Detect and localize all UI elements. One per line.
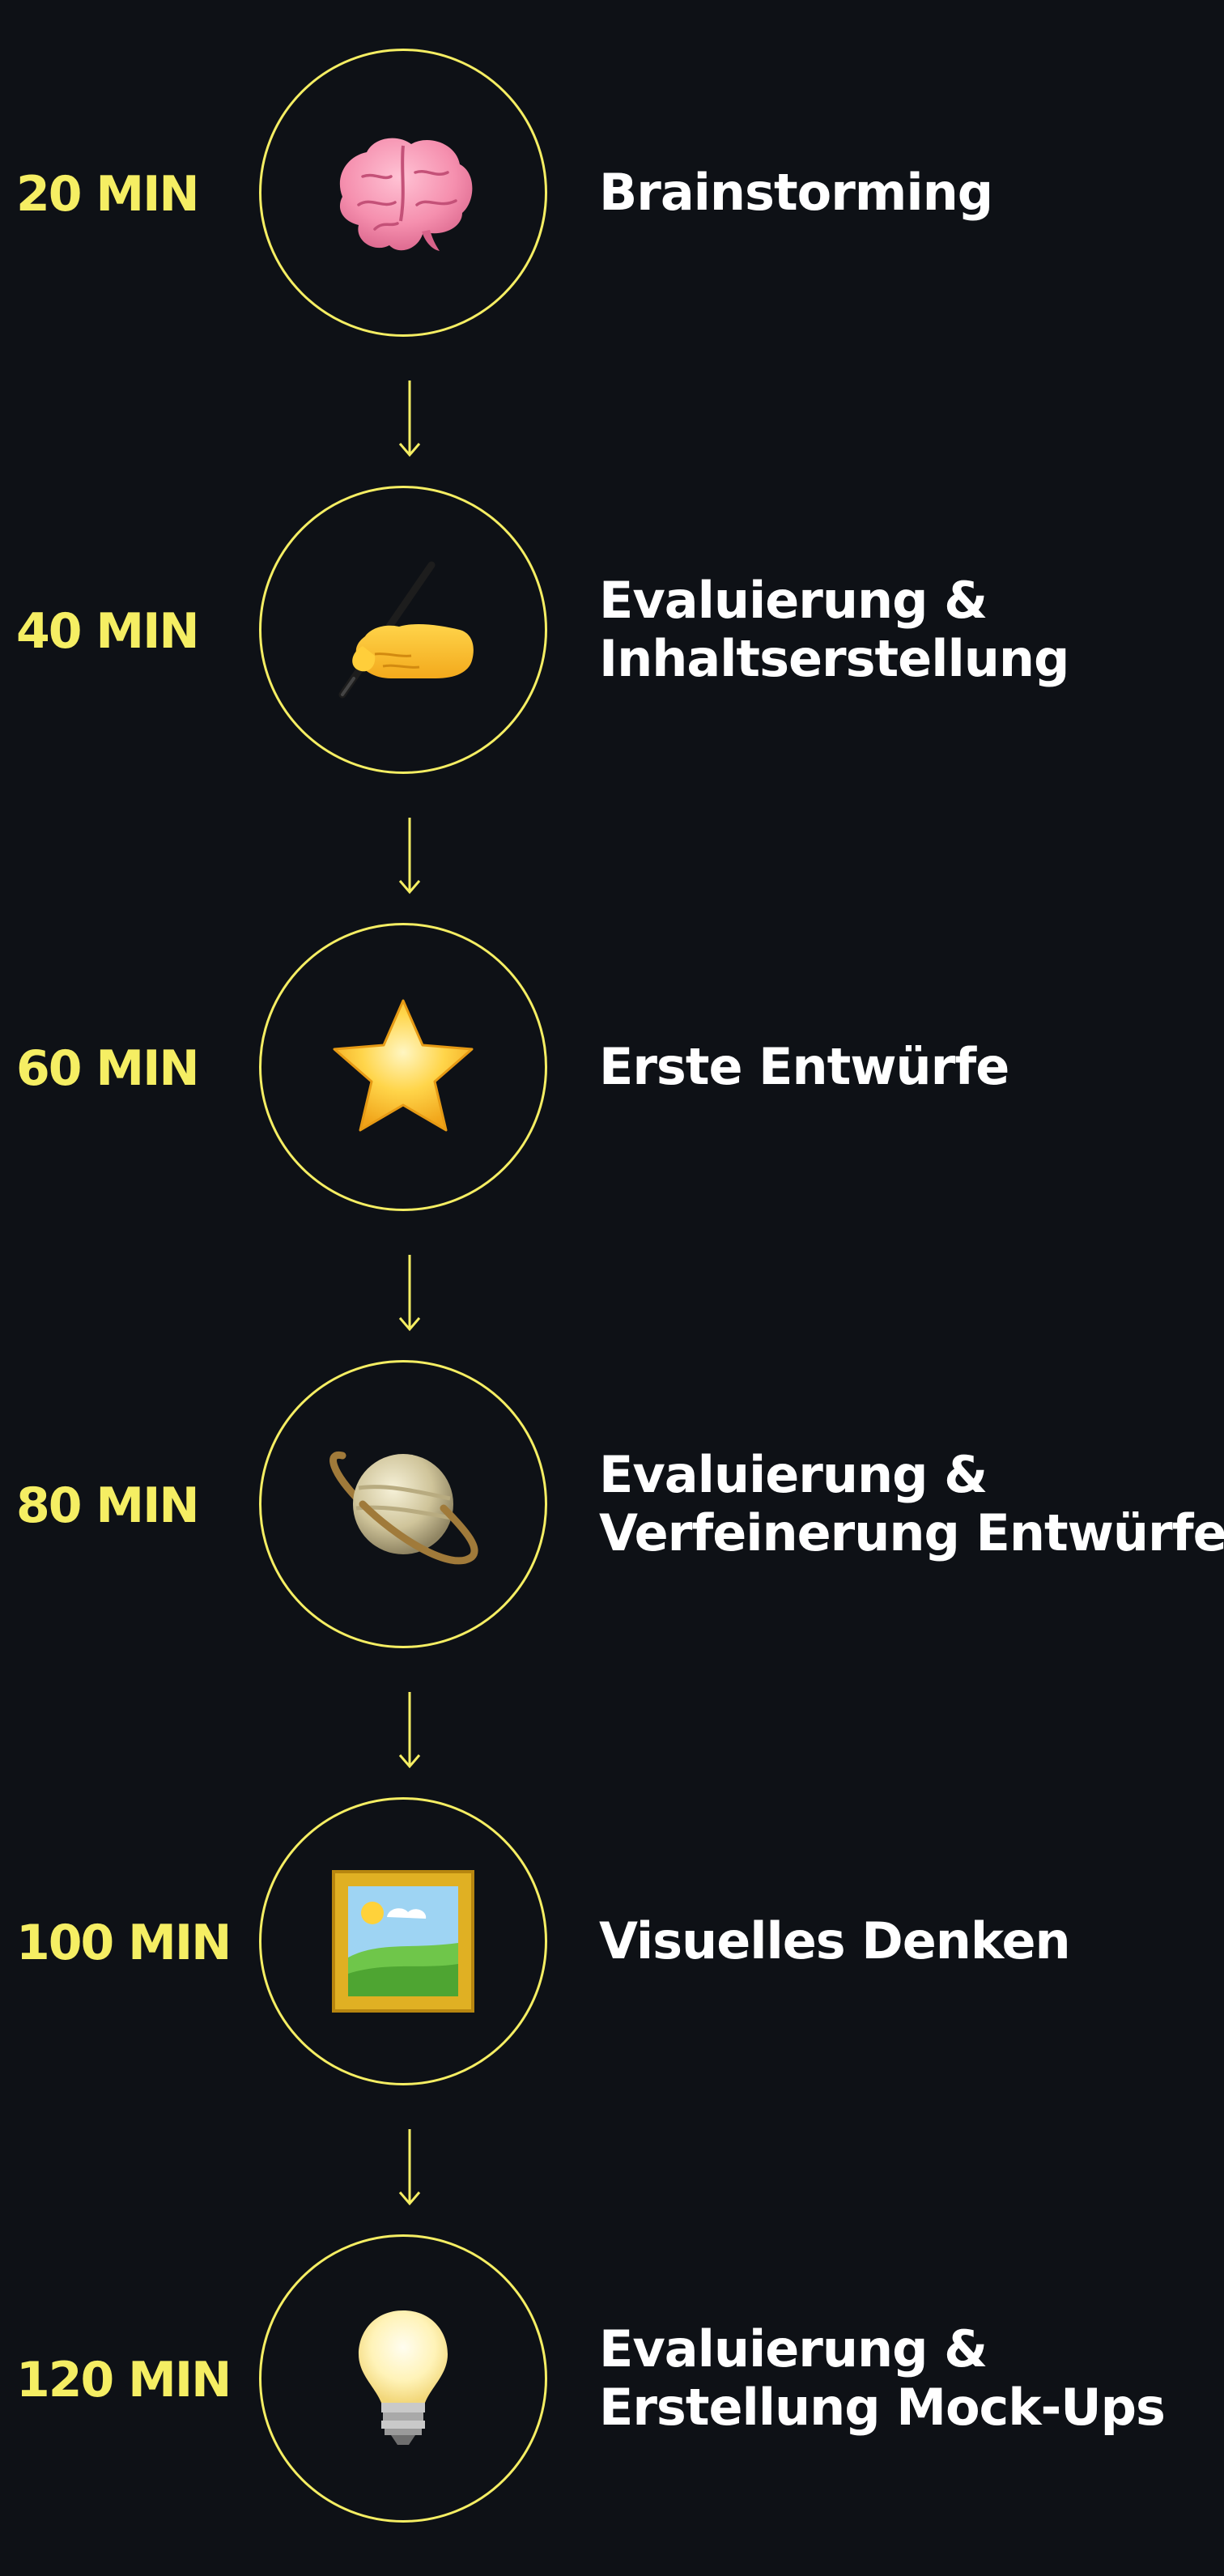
step-circle	[259, 2234, 547, 2523]
step-label: Evaluierung & Verfeinerung Entwürfe	[599, 1446, 1224, 1562]
step-circle	[259, 923, 547, 1211]
brain-icon	[339, 138, 473, 251]
step-time: 60 MIN	[16, 1040, 200, 1097]
step-label: Evaluierung & Erstellung Mock-Ups	[599, 2319, 1166, 2437]
step-visual-thinking: 100 MIN Visuelles Denken	[0, 1797, 1224, 2089]
arrow-down-icon	[398, 380, 421, 457]
step-label-line: Erste Entwürfe	[599, 1037, 1009, 1096]
step-label-line: Inhaltserstellung	[599, 629, 1069, 688]
step-label-line: Evaluierung &	[599, 2319, 988, 2378]
step-content-creation: 40 MIN Evaluierung & Inhaltserstellung	[0, 486, 1224, 777]
ringed-planet-icon	[329, 1451, 478, 1565]
step-label-line: Brainstorming	[599, 163, 993, 222]
step-first-drafts: 60 MIN Erste Entwürfe	[0, 923, 1224, 1214]
step-refinement: 80 MIN Evaluierung & Verfeinerung Entwür…	[0, 1360, 1224, 1651]
step-label: Evaluierung & Inhaltserstellung	[599, 572, 1069, 688]
step-circle	[259, 49, 547, 337]
step-brainstorming: 20 MIN Brainstorming	[0, 49, 1224, 340]
step-time: 80 MIN	[16, 1477, 200, 1534]
framed-picture-icon	[332, 1870, 474, 2013]
step-mockups: 120 MIN Evaluierung & Erstellung Mock-Up…	[0, 2234, 1224, 2526]
step-label: Erste Entwürfe	[599, 1038, 1009, 1096]
star-icon	[333, 999, 474, 1132]
step-circle	[259, 1797, 547, 2085]
step-time: 100 MIN	[16, 1915, 232, 1971]
writing-hand-icon	[338, 561, 474, 699]
step-time: 40 MIN	[16, 603, 200, 660]
step-time: 120 MIN	[16, 2352, 232, 2408]
step-label: Brainstorming	[599, 163, 993, 222]
step-circle	[259, 486, 547, 774]
step-label-line: Erstellung Mock-Ups	[599, 2378, 1166, 2437]
step-time: 20 MIN	[16, 166, 200, 223]
step-label-line: Visuelles Denken	[599, 1911, 1071, 1970]
step-label-line: Evaluierung &	[599, 571, 988, 630]
arrow-down-icon	[398, 2129, 421, 2206]
step-label-line: Evaluierung &	[599, 1445, 988, 1504]
light-bulb-icon	[359, 2310, 448, 2445]
step-circle	[259, 1360, 547, 1648]
step-label-line: Verfeinerung Entwürfe	[599, 1503, 1224, 1562]
arrow-down-icon	[398, 818, 421, 895]
arrow-down-icon	[398, 1255, 421, 1332]
arrow-down-icon	[398, 1692, 421, 1769]
step-label: Visuelles Denken	[599, 1911, 1071, 1970]
